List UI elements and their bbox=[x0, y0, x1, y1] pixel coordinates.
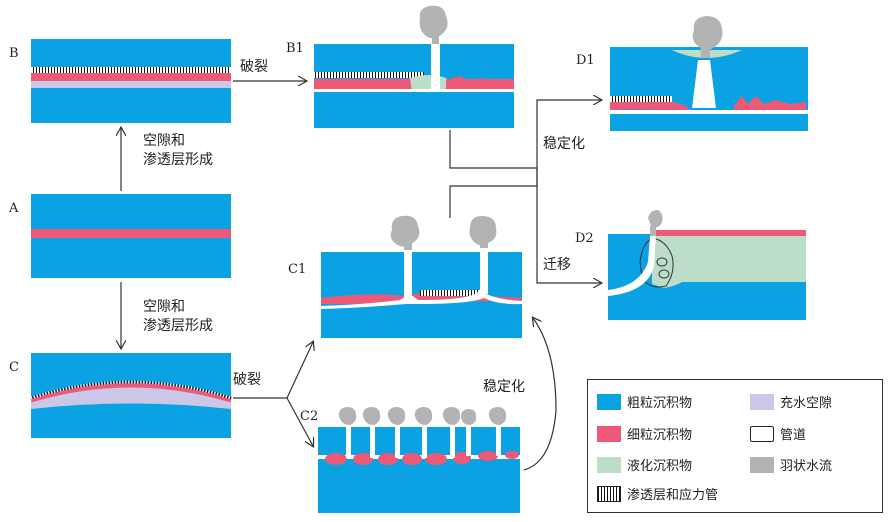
panel-c2 bbox=[318, 407, 520, 513]
legend-item-plume: 羽状水流 bbox=[750, 455, 832, 474]
legend-item-coarse: 粗粒沉积物 bbox=[597, 392, 692, 411]
caption-rupture-c: 破裂 bbox=[233, 372, 261, 388]
caption-stabilize-c: 稳定化 bbox=[483, 379, 525, 395]
panel-label-c1: C1 bbox=[288, 262, 307, 277]
legend-label-plume: 羽状水流 bbox=[780, 459, 833, 474]
legend-swatch-fine bbox=[597, 425, 621, 442]
legend-item-pipe: 管道 bbox=[750, 424, 806, 443]
caption-migrate: 迁移 bbox=[543, 257, 571, 273]
panel-label-a: A bbox=[9, 201, 19, 216]
legend-swatch-void bbox=[750, 393, 774, 410]
panel-d1 bbox=[610, 16, 808, 131]
caption-void-formation-down: 空隙和 渗透层形成 bbox=[143, 298, 213, 336]
legend-swatch-liquefied bbox=[597, 456, 621, 473]
legend-swatch-pipe bbox=[750, 425, 774, 442]
panel-c1 bbox=[321, 215, 522, 338]
legend-label-fine: 细粒沉积物 bbox=[627, 428, 693, 443]
panel-label-d2: D2 bbox=[575, 231, 594, 246]
caption-void-formation-up: 空隙和 渗透层形成 bbox=[143, 132, 213, 170]
legend-swatch-hatch bbox=[597, 485, 621, 502]
caption-down-line1: 空隙和 bbox=[143, 299, 185, 315]
panel-c bbox=[30, 353, 232, 438]
legend-item-liquefied: 液化沉积物 bbox=[597, 455, 692, 474]
connectors bbox=[121, 81, 601, 471]
panel-b bbox=[31, 39, 231, 123]
panel-label-c: C bbox=[9, 360, 19, 375]
panel-label-c2: C2 bbox=[300, 409, 319, 424]
caption-up-line2: 渗透层形成 bbox=[143, 151, 213, 168]
caption-rupture-b: 破裂 bbox=[240, 59, 268, 75]
panel-b1 bbox=[314, 5, 514, 128]
legend-swatch-coarse bbox=[597, 393, 621, 410]
caption-up-line1: 空隙和 bbox=[143, 133, 185, 149]
legend-label-hatch: 渗透层和应力管 bbox=[627, 488, 719, 503]
panel-a bbox=[31, 194, 231, 278]
legend-label-liquefied: 液化沉积物 bbox=[627, 459, 693, 474]
legend-item-hatch: 渗透层和应力管 bbox=[597, 484, 718, 503]
legend-item-void: 充水空隙 bbox=[750, 392, 832, 411]
panel-label-d1: D1 bbox=[576, 53, 595, 68]
caption-stabilize-top: 稳定化 bbox=[543, 136, 585, 152]
legend-label-void: 充水空隙 bbox=[780, 396, 833, 411]
legend-label-pipe: 管道 bbox=[780, 428, 807, 443]
legend-item-fine: 细粒沉积物 bbox=[597, 424, 692, 443]
caption-down-line2: 渗透层形成 bbox=[143, 317, 213, 334]
panel-d2 bbox=[608, 210, 806, 320]
legend-label-coarse: 粗粒沉积物 bbox=[627, 396, 693, 411]
legend-swatch-plume bbox=[750, 456, 774, 473]
panel-label-b: B bbox=[9, 46, 19, 61]
legend: 粗粒沉积物 充水空隙 细粒沉积物 管道 液化沉积物 羽状水流 渗透层和应力管 bbox=[587, 379, 883, 513]
panel-label-b1: B1 bbox=[286, 41, 304, 56]
